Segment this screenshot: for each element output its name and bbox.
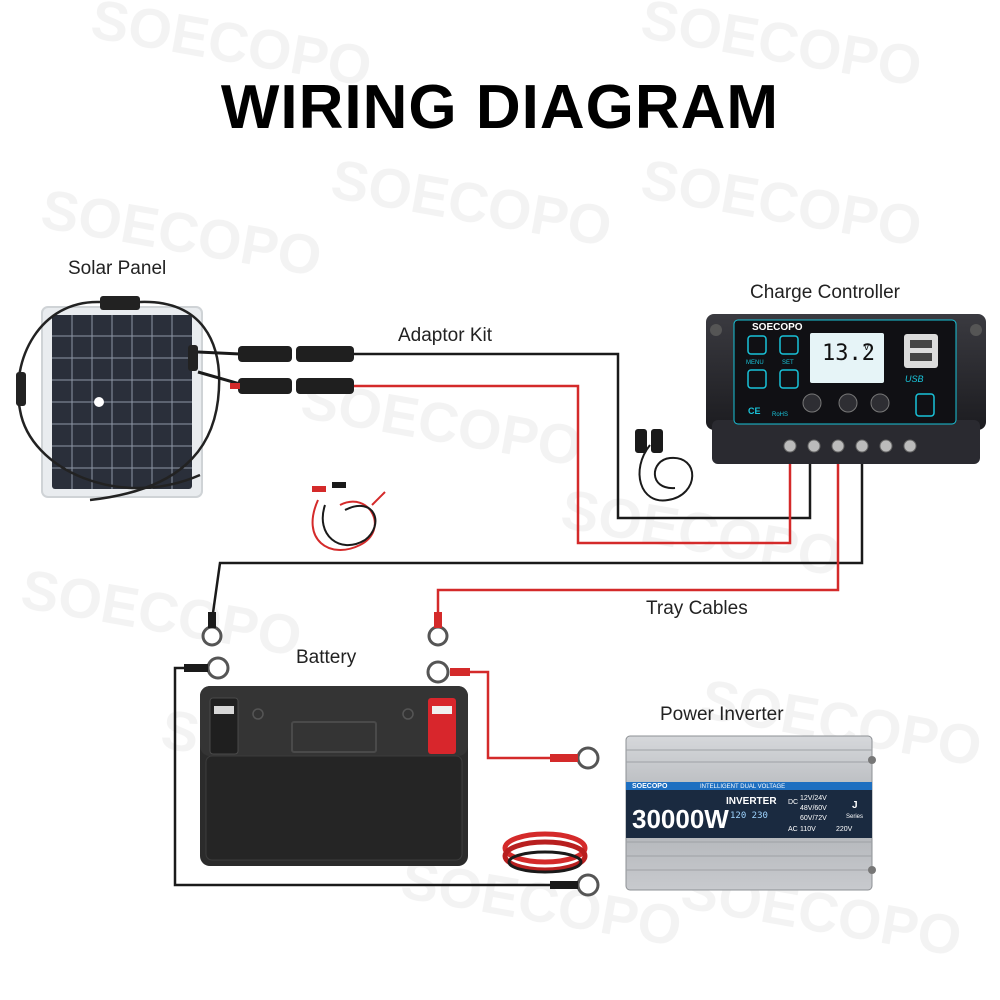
page-title: WIRING DIAGRAM bbox=[220, 73, 780, 142]
inverter-dc-option: 12V/24V bbox=[800, 795, 827, 802]
controller-button bbox=[802, 393, 822, 413]
inverter-power: 30000W bbox=[632, 804, 729, 834]
battery bbox=[200, 686, 468, 866]
inverter-series-label: Series bbox=[846, 814, 863, 820]
controller-rohs-mark: RoHS bbox=[772, 412, 788, 418]
controller-set-label: SET bbox=[782, 360, 794, 366]
controller-brand: SOECOPO bbox=[752, 322, 803, 333]
inverter-ac-option: 220V bbox=[836, 826, 853, 833]
inverter-dc-option: 48V/60V bbox=[800, 805, 827, 812]
controller-usb-label: USB bbox=[905, 374, 924, 384]
controller-menu-label: MENU bbox=[746, 360, 764, 366]
inverter-brand: SOECOPO bbox=[632, 783, 668, 790]
inverter-dc-label: DC bbox=[788, 799, 798, 806]
mc4-cable-coil bbox=[635, 429, 694, 502]
power-inverter-label: Power Inverter bbox=[660, 704, 784, 725]
inverter-series-letter: J bbox=[852, 800, 858, 811]
controller-button bbox=[870, 393, 890, 413]
battery-cable-coil bbox=[502, 831, 588, 874]
inverter-display: 120 230 bbox=[730, 811, 768, 821]
inverter-dc-option: 60V/72V bbox=[800, 815, 827, 822]
inverter-subtitle: INTELLIGENT DUAL VOLTAGE bbox=[700, 784, 785, 790]
ring-terminals bbox=[184, 612, 600, 897]
solar-panel bbox=[16, 296, 221, 502]
adaptor-kit-label: Adaptor Kit bbox=[398, 325, 492, 346]
battery-label: Battery bbox=[296, 647, 357, 668]
tray-cables-label: Tray Cables bbox=[646, 598, 748, 619]
controller-ce-mark: CE bbox=[748, 406, 761, 416]
adaptor-kit bbox=[197, 346, 354, 394]
charge-controller-label: Charge Controller bbox=[750, 282, 900, 303]
solar-panel-label: Solar Panel bbox=[68, 258, 167, 279]
battery-clip-cable bbox=[311, 482, 386, 551]
power-inverter: SOECOPO INTELLIGENT DUAL VOLTAGE 30000W … bbox=[625, 735, 876, 891]
controller-display-value: 13.2 bbox=[822, 341, 875, 366]
inverter-model-label: INVERTER bbox=[726, 796, 777, 807]
charge-controller: SOECOPO 13.2 v MENU SET CE RoHS USB bbox=[706, 314, 986, 464]
controller-display-unit: v bbox=[864, 342, 869, 353]
inverter-ac-label: AC bbox=[788, 826, 798, 833]
inverter-ac-option: 110V bbox=[800, 826, 816, 833]
controller-button bbox=[838, 393, 858, 413]
